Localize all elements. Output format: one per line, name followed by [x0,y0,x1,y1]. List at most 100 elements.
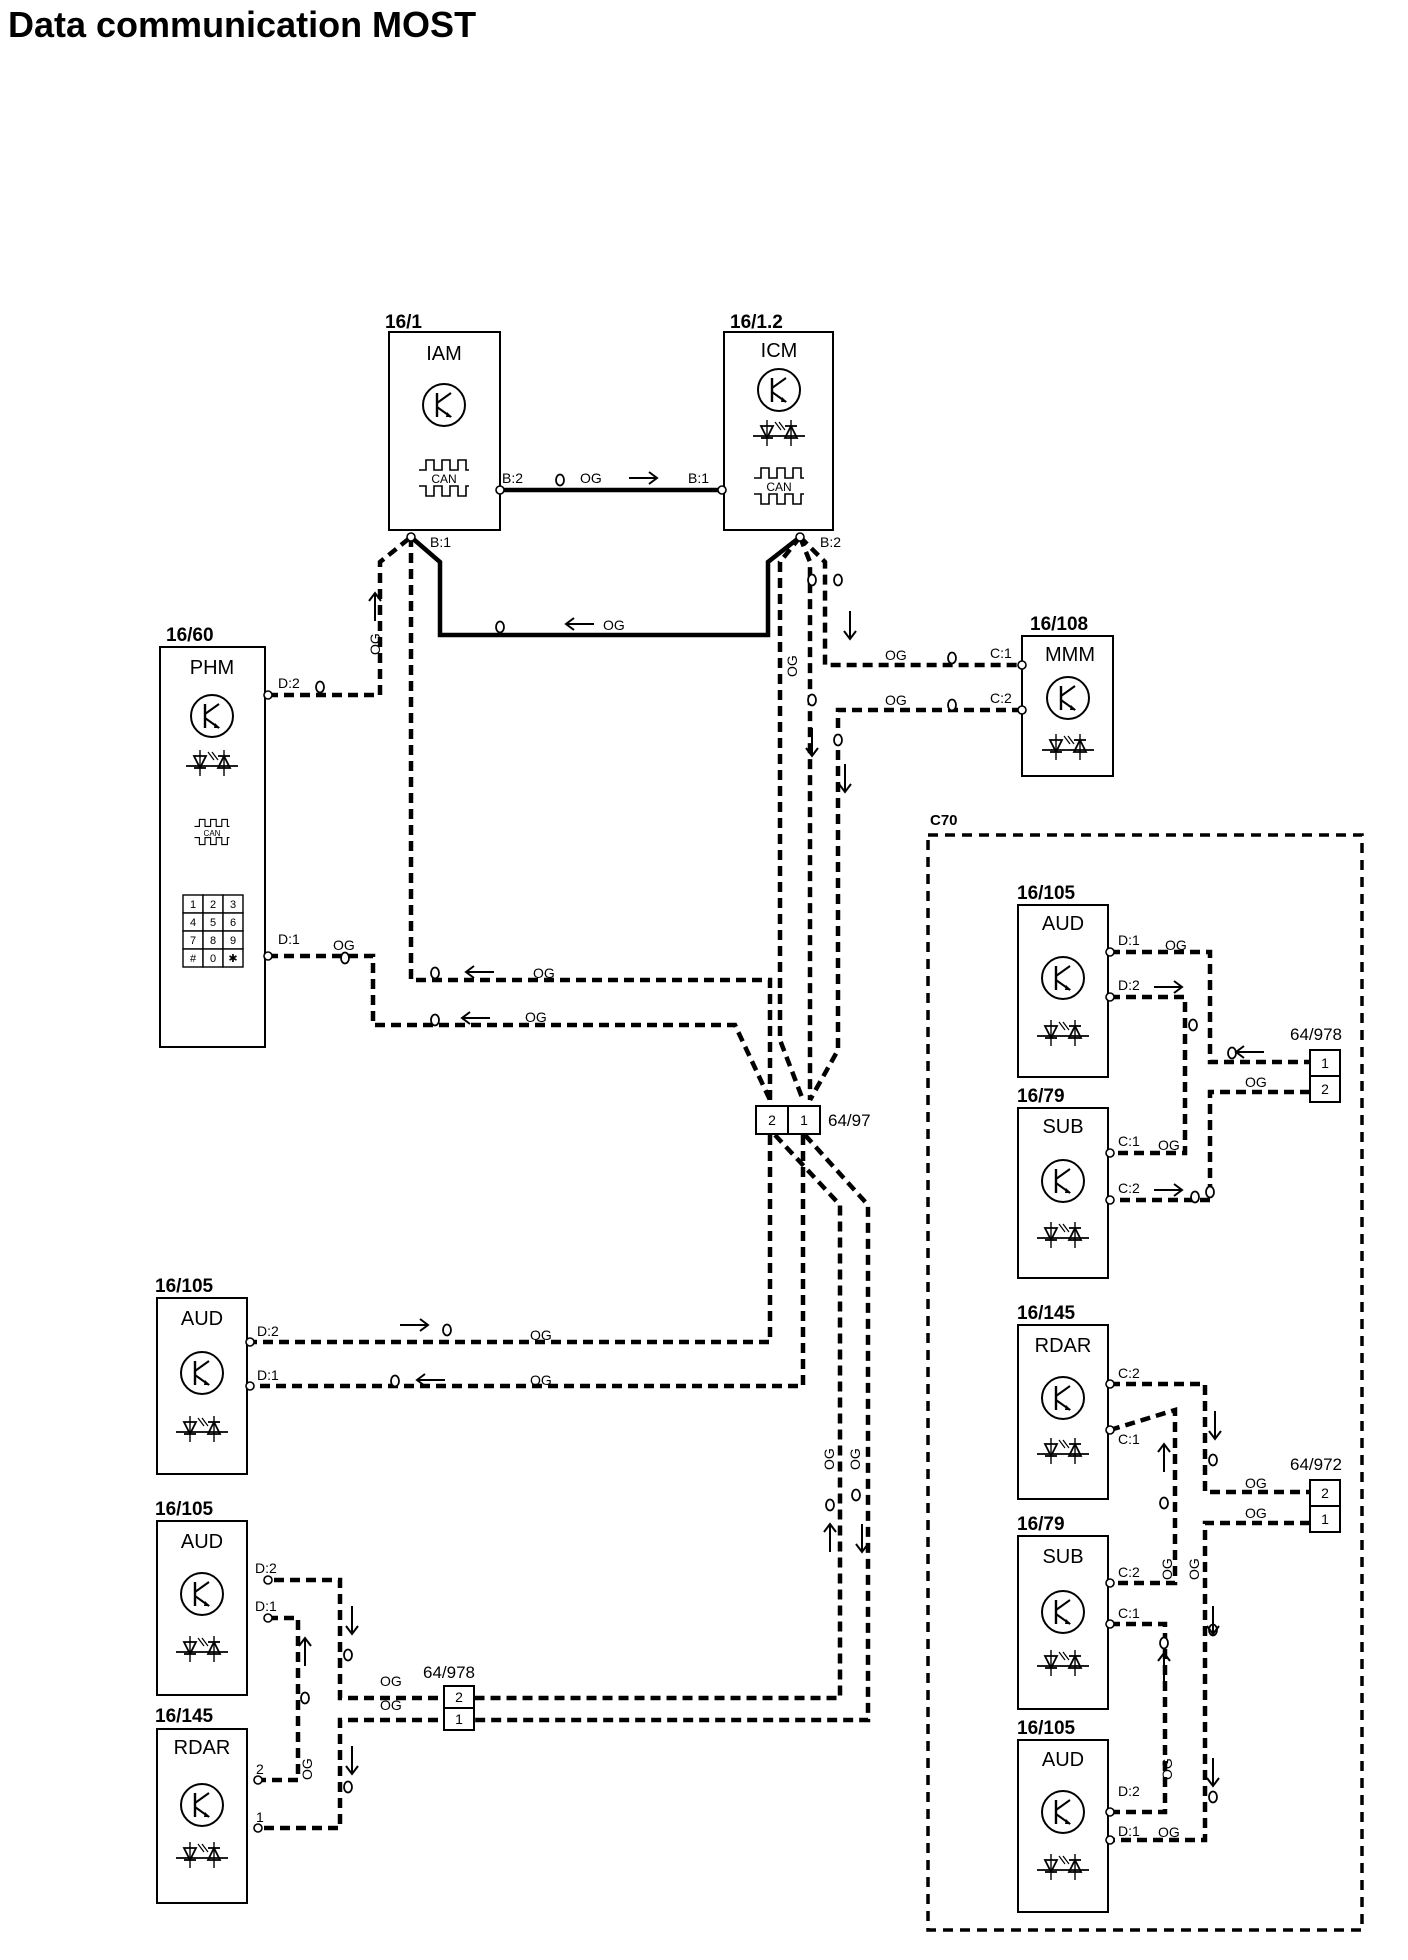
og-label: OG [1245,1475,1267,1491]
keypad-key-label: 7 [190,935,196,947]
keypad-key-label: 2 [210,899,216,911]
module-aud-right-2: 16/105 AUD D:2 D:1 [1017,1718,1140,1913]
keypad-key-label: 6 [230,917,236,929]
module-name: ICM [761,340,798,362]
keypad-key-label: 5 [210,917,216,929]
og-label: OG [1245,1074,1267,1090]
pin-label: D:1 [1118,932,1140,948]
module-id: 16/105 [155,1276,214,1297]
connector-pin: 1 [455,1711,463,1727]
og-label: OG [525,1009,547,1025]
connector-pin: 1 [1321,1055,1329,1071]
wires [250,487,1364,1932]
can-label: CAN [431,472,456,486]
module-name: IAM [426,343,462,365]
pin-label: C:2 [990,690,1012,706]
pin-label: C:1 [990,645,1012,661]
og-label: OG [299,1758,315,1780]
pin-label: C:2 [1118,1365,1140,1381]
og-label: OG [885,647,907,663]
og-label: OG [1159,1758,1175,1780]
module-name: SUB [1042,1546,1083,1568]
keypad-key-label: 3 [230,899,236,911]
pin-label: D:1 [257,1367,279,1383]
og-label: OG [580,470,602,486]
module-name: PHM [190,657,234,679]
module-id: 16/1.2 [730,312,783,333]
module-id: 16/108 [1030,614,1088,635]
og-label: OG [333,937,355,953]
connector-id: 64/978 [423,1663,475,1682]
module-name: AUD [181,1531,223,1553]
pin-label: C:1 [1118,1605,1140,1621]
can-label: CAN [204,829,221,838]
module-id: 16/79 [1017,1086,1065,1107]
connector-pin: 2 [1321,1081,1329,1097]
pin-label: C:1 [1118,1133,1140,1149]
group-label: C70 [930,812,958,829]
pin-label: B:2 [502,470,523,486]
pin-label: D:2 [257,1323,279,1339]
connector-id: 64/97 [828,1111,871,1130]
pin-label: B:1 [688,470,709,486]
connector-pin: 2 [1321,1485,1329,1501]
pin-label: D:2 [1118,977,1140,993]
og-label: OG [530,1327,552,1343]
keypad-key-label: 1 [190,899,196,911]
module-mmm: 16/108 MMM C:1 C:2 [990,614,1114,777]
module-id: 16/105 [155,1499,214,1520]
module-id: 16/1 [385,312,422,333]
page-title: Data communication MOST [8,4,477,45]
module-name: RDAR [1035,1335,1092,1357]
connector-64-978-right: 1 2 64/978 [1290,1025,1342,1103]
module-id: 16/105 [1017,883,1076,904]
pin-label: C:2 [1118,1180,1140,1196]
keypad-key-label: # [190,953,197,965]
module-name: AUD [1042,1749,1084,1771]
og-label: OG [1159,1558,1175,1580]
module-iam: 16/1 IAM CAN B:2 B:1 [385,312,523,550]
og-label: OG [1245,1505,1267,1521]
pin-label: D:2 [255,1560,277,1576]
og-label: OG [603,617,625,633]
og-label: OG [533,965,555,981]
connector-pin: 2 [768,1112,776,1128]
can-label: CAN [766,480,791,494]
module-id: 16/145 [1017,1303,1076,1324]
pin-label: D:1 [278,931,300,947]
og-label: OG [530,1372,552,1388]
pin-label: C:2 [1118,1564,1140,1580]
pin-label: 1 [256,1809,264,1825]
og-label: OG [784,655,800,677]
module-aud-left-2: 16/105 AUD D:2 D:1 [155,1499,277,1696]
module-id: 16/105 [1017,1718,1076,1739]
og-label: OG [380,1673,402,1689]
connector-64-972: 2 1 64/972 [1290,1455,1342,1533]
og-label: OG [380,1697,402,1713]
pin-label: D:1 [255,1598,277,1614]
og-label: OG [885,692,907,708]
og-label: OG [1158,1824,1180,1840]
module-name: SUB [1042,1116,1083,1138]
og-label: OG [847,1448,863,1470]
module-name: MMM [1045,644,1095,666]
connector-pin: 1 [800,1112,808,1128]
connector-pin: 2 [455,1689,463,1705]
keypad-key-label: ✱ [228,953,237,965]
og-label: OG [1186,1558,1202,1580]
pin-label: B:1 [430,534,451,550]
keypad-key-label: 8 [210,935,216,947]
og-label: OG [367,633,383,655]
keypad-key-label: 0 [210,953,216,965]
og-label: OG [1165,937,1187,953]
module-id: 16/145 [155,1706,214,1727]
connector-64-978-left: 2 1 64/978 [423,1663,475,1731]
pin-label: B:2 [820,534,841,550]
module-sub-right-2: 16/79 SUB C:2 C:1 [1017,1514,1140,1710]
pin-label: C:1 [1118,1431,1140,1447]
pin-label: D:2 [278,675,300,691]
module-sub-right-1: 16/79 SUB C:1 C:2 [1017,1086,1140,1279]
keypad-key [222,948,244,968]
module-id: 16/60 [166,625,214,646]
